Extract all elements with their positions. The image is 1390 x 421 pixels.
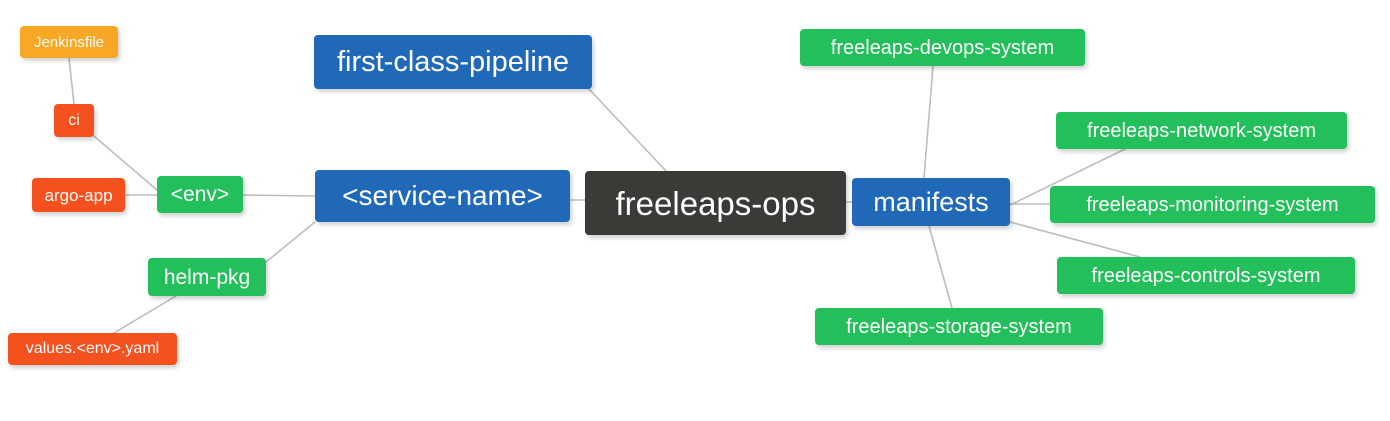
- node-label-freeleaps-devops-system: freeleaps-devops-system: [830, 36, 1055, 59]
- node-label-freeleaps-ops: freeleaps-ops: [615, 184, 816, 222]
- mindmap-node-freeleaps-ops[interactable]: freeleaps-ops: [585, 171, 846, 235]
- mindmap-node-jenkinsfile[interactable]: Jenkinsfile: [20, 26, 118, 58]
- edge-first-class-pipeline-to-freeleaps-ops: [588, 88, 667, 172]
- node-label-freeleaps-network-system: freeleaps-network-system: [1087, 119, 1316, 142]
- mindmap-node-helm-pkg[interactable]: helm-pkg: [148, 258, 266, 296]
- edge-helm-pkg-to-values-yaml: [113, 295, 177, 334]
- edge-manifests-to-freeleaps-storage-system: [928, 225, 953, 309]
- node-label-jenkinsfile: Jenkinsfile: [33, 33, 105, 51]
- mindmap-node-first-class-pipeline[interactable]: first-class-pipeline: [314, 35, 592, 89]
- node-label-manifests: manifests: [873, 186, 989, 217]
- mindmap-node-freeleaps-network-system[interactable]: freeleaps-network-system: [1056, 112, 1347, 149]
- mindmap-node-argo-app[interactable]: argo-app: [32, 178, 125, 212]
- node-label-freeleaps-controls-system: freeleaps-controls-system: [1091, 264, 1321, 287]
- mindmap-node-ci[interactable]: ci: [54, 104, 94, 137]
- mindmap-node-freeleaps-monitoring-system[interactable]: freeleaps-monitoring-system: [1050, 186, 1375, 223]
- node-label-ci: ci: [68, 111, 80, 129]
- mindmap-node-freeleaps-controls-system[interactable]: freeleaps-controls-system: [1057, 257, 1355, 294]
- edge-manifests-to-freeleaps-controls-system: [1009, 221, 1141, 258]
- node-label-values-yaml: values.<env>.yaml: [25, 340, 160, 357]
- node-label-service-name: <service-name>: [342, 180, 543, 211]
- edge-service-name-to-helm-pkg: [265, 221, 316, 263]
- node-label-freeleaps-monitoring-system: freeleaps-monitoring-system: [1086, 193, 1339, 216]
- edge-manifests-to-freeleaps-devops-system: [923, 65, 934, 179]
- mindmap-node-service-name[interactable]: <service-name>: [315, 170, 570, 222]
- mindmap-node-env[interactable]: <env>: [157, 176, 243, 213]
- node-label-env: <env>: [170, 183, 230, 206]
- mindmap-node-freeleaps-devops-system[interactable]: freeleaps-devops-system: [800, 29, 1085, 66]
- node-label-helm-pkg: helm-pkg: [163, 265, 251, 289]
- mindmap-node-values-yaml[interactable]: values.<env>.yaml: [8, 333, 177, 365]
- edge-env-to-service-name: [242, 194, 316, 197]
- node-label-first-class-pipeline: first-class-pipeline: [336, 45, 570, 78]
- node-label-argo-app: argo-app: [44, 185, 113, 205]
- edge-jenkinsfile-to-ci: [68, 57, 75, 105]
- mindmap-node-freeleaps-storage-system[interactable]: freeleaps-storage-system: [815, 308, 1103, 345]
- node-label-freeleaps-storage-system: freeleaps-storage-system: [846, 315, 1072, 338]
- mindmap-node-manifests[interactable]: manifests: [852, 178, 1010, 226]
